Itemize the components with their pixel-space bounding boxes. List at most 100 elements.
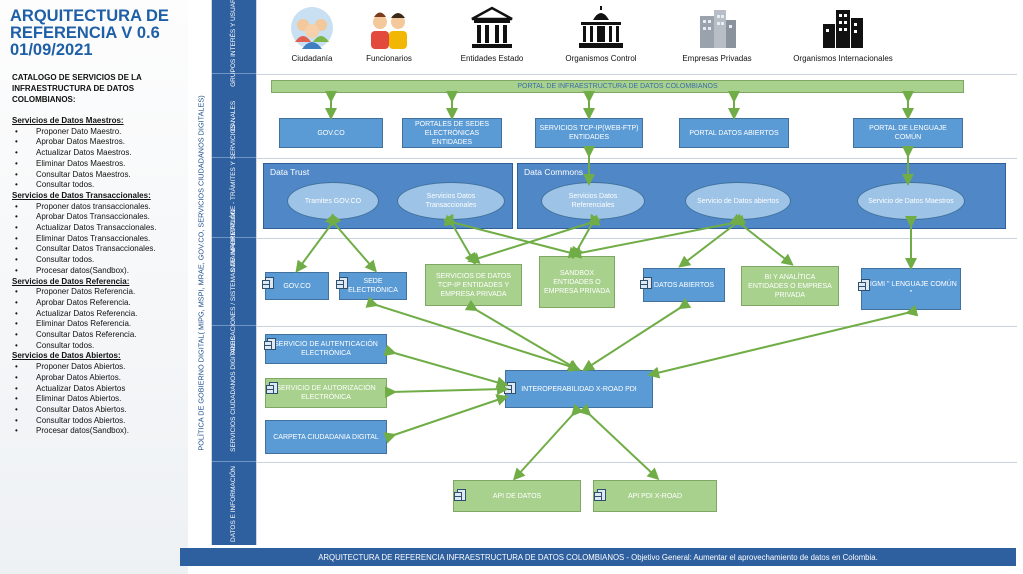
component-icon	[640, 277, 652, 289]
catalog-item: Proponer Dato Maestro.	[12, 127, 184, 138]
scd-autenticacion: SERVICIO DE AUTENTICACIÓN ELECTRÓNICA	[265, 334, 387, 364]
portal-infraestructura: PORTAL DE INFRAESTRUCTURA DE DATOS COLOM…	[271, 80, 964, 93]
catalog-item: Consultar todos.	[12, 341, 184, 352]
catalog-item: Consultar todos.	[12, 180, 184, 191]
app-sandbox: SANDBOX ENTIDADES O EMPRESA PRIVADA	[539, 256, 615, 308]
ellipse-servicios-transaccionales: Servicios Datos Transaccionales	[397, 182, 505, 220]
canal-portales-sedes: PORTALES DE SEDES ELECTRÓNICAS ENTIDADES	[402, 118, 502, 148]
component-icon	[264, 338, 276, 350]
row-divider	[257, 462, 1017, 463]
catalog-item: Proponer Datos Referencia.	[12, 287, 184, 298]
stakeholder-funcionarios: Funcionarios	[359, 4, 419, 63]
catalog-item: Aprobar Datos Transaccionales.	[12, 212, 184, 223]
catalog-item: Eliminar Datos Transaccionales.	[12, 234, 184, 245]
catalog-group-title: Servicios de Datos Transaccionales:	[12, 190, 151, 200]
services-catalog: Servicios de Datos Maestros: Proponer Dat…	[12, 116, 184, 437]
footer-text: ARQUITECTURA DE REFERENCIA INFRAESTRUCTU…	[318, 552, 878, 562]
canal-govco: GOV.CO	[279, 118, 383, 148]
row-label-scd: SERVICIOS CIUDADANOS DIGITALES	[212, 326, 256, 462]
canal-portal-lenguaje: PORTAL DE LENGUAJE COMÚN	[853, 118, 963, 148]
catalog-item: Procesar datos(Sandbox).	[12, 426, 184, 437]
ellipse-servicio-datos-maestros: Servicio de Datos Maestros	[857, 182, 965, 220]
app-sede-electronica: SEDE ELECTRÓNICA	[339, 272, 407, 300]
catalog-item: Eliminar Datos Abiertos.	[12, 394, 184, 405]
row-label-datos: DATOS E INFORMACIÓN	[230, 465, 237, 542]
stakeholder-label: Organismos Internacionales	[793, 54, 893, 63]
canal-portal-datos-abiertos: PORTAL DATOS ABIERTOS	[679, 118, 789, 148]
stakeholder-internacionales: Organismos Internacionales	[787, 4, 899, 63]
catalog-item: Actualizar Datos Transaccionales.	[12, 223, 184, 234]
scd-autorizacion: SERVICIO DE AUTORIZACIÓN ELECTRÓNICA	[265, 378, 387, 408]
row-divider	[257, 74, 1017, 75]
catalog-item: Actualizar Datos Abiertos	[12, 384, 184, 395]
catalog-item: Actualizar Datos Maestros.	[12, 148, 184, 159]
left-panel: ARQUITECTURA DE REFERENCIA V 0.6 01/09/2…	[0, 0, 188, 574]
app-servicios-tcp: SERVICIOS DE DATOS TCP-IP ENTIDADES Y EM…	[425, 264, 522, 306]
catalog-item: Eliminar Datos Referencia.	[12, 319, 184, 330]
component-icon	[504, 382, 516, 394]
citizens-icon	[291, 7, 333, 49]
catalog-item: Consultar todos Abiertos.	[12, 416, 184, 427]
stakeholder-label: Empresas Privadas	[682, 54, 752, 63]
app-govco: GOV.CO	[265, 272, 329, 300]
app-datos-abiertos: DATOS ABIERTOS	[643, 268, 725, 302]
catalog-item: Actualizar Datos Referencia.	[12, 309, 184, 320]
officials-icon	[371, 12, 407, 49]
component-icon	[454, 489, 466, 501]
component-icon	[858, 279, 870, 291]
government-building-icon	[471, 6, 513, 48]
catalog-item: Consultar todos.	[12, 255, 184, 266]
catalog-item: Proponer datos transaccionales.	[12, 202, 184, 213]
canal-servicios-tcp: SERVICIOS TCP-IP(WEB-FTP) ENTIDADES	[535, 118, 643, 148]
row-labels: GRUPOS INTERÉS Y USUARIOS CANALES DATA M…	[212, 0, 256, 545]
row-label-stakeholders: GRUPOS INTERÉS Y USUARIOS	[212, 0, 256, 86]
catalog-item: Aprobar Datos Abiertos.	[12, 373, 184, 384]
app-bi-analitica: BI Y ANALÍTICA ENTIDADES O EMPRESA PRIVA…	[741, 266, 839, 306]
catalog-group-title: Servicios de Datos Maestros:	[12, 116, 124, 125]
stakeholder-label: Ciudadanía	[291, 54, 333, 63]
office-buildings-icon	[700, 10, 736, 48]
catalog-item: Consultar Datos Referencia.	[12, 330, 184, 341]
page-title: ARQUITECTURA DE REFERENCIA V 0.6 01/09/2…	[10, 7, 169, 59]
row-label-canales: CANALES	[212, 74, 256, 158]
catalog-group-title: Servicios de Datos Referencia:	[12, 276, 130, 286]
catalog-item: Eliminar Datos Maestros.	[12, 159, 184, 170]
catalog-item: Consultar Datos Transaccionales.	[12, 244, 184, 255]
row-divider	[257, 238, 1017, 239]
component-icon	[266, 382, 278, 394]
app-sigmi: SIGMI " LENGUAJE COMÚN "	[861, 268, 961, 310]
component-icon	[336, 277, 348, 289]
catalog-item: Consultar Datos Maestros.	[12, 170, 184, 181]
catalog-item: Procesar datos(Sandbox).	[12, 266, 184, 277]
policy-label: POLÍTICA DE GOBIERNO DIGITAL( MIPG, MSPI…	[196, 94, 205, 451]
control-building-icon	[579, 6, 623, 48]
stakeholder-ciudadania: Ciudadanía	[282, 4, 342, 63]
ellipse-servicio-datos-abiertos: Servicio de Datos abiertos	[685, 182, 791, 220]
catalog-item: Aprobar Datos Maestros.	[12, 137, 184, 148]
stakeholder-entidades: Entidades Estado	[457, 4, 527, 63]
stakeholder-organismos-control: Organismos Control	[559, 4, 643, 63]
component-icon	[262, 277, 274, 289]
data-commons-title: Data Commons	[524, 167, 584, 177]
catalog-item: Consultar Datos Abiertos.	[12, 405, 184, 416]
stakeholder-label: Funcionarios	[366, 54, 412, 63]
row-divider	[257, 158, 1017, 159]
catalog-item: Aprobar Datos Referencia.	[12, 298, 184, 309]
catalog-group-title: Servicios de Datos Abiertos:	[12, 351, 121, 361]
ellipse-servicios-referenciales: Servicios Datos Referenciales	[541, 182, 645, 220]
row-divider	[257, 326, 1017, 327]
datos-api-datos: API DE DATOS	[453, 480, 581, 512]
stakeholder-label: Organismos Control	[565, 54, 637, 63]
ellipse-tramites-govco: Tramites GOV.CO	[287, 182, 379, 220]
diagram-area: Ciudadanía Funcionarios Entidades Estado…	[256, 0, 1017, 545]
row-label-apps: APLICACIONES / SISTEMAS DE INFORMACIÓN	[212, 209, 256, 354]
row-label-marketplace: DATA MARKETPLACE - TRÁMITES Y SERVICIOS	[212, 124, 256, 271]
stakeholder-label: Entidades Estado	[460, 54, 524, 63]
data-trust-title: Data Trust	[270, 167, 310, 177]
catalog-item: Proponer Datos Abiertos.	[12, 362, 184, 373]
scd-carpeta-ciudadana: CARPETA CIUDADANIA DIGITAL	[265, 420, 387, 454]
city-buildings-icon	[823, 10, 863, 48]
component-icon	[594, 489, 606, 501]
scd-interoperabilidad: INTEROPERABILIDAD X-ROAD PDI	[505, 370, 653, 408]
stakeholder-empresas: Empresas Privadas	[677, 4, 757, 63]
